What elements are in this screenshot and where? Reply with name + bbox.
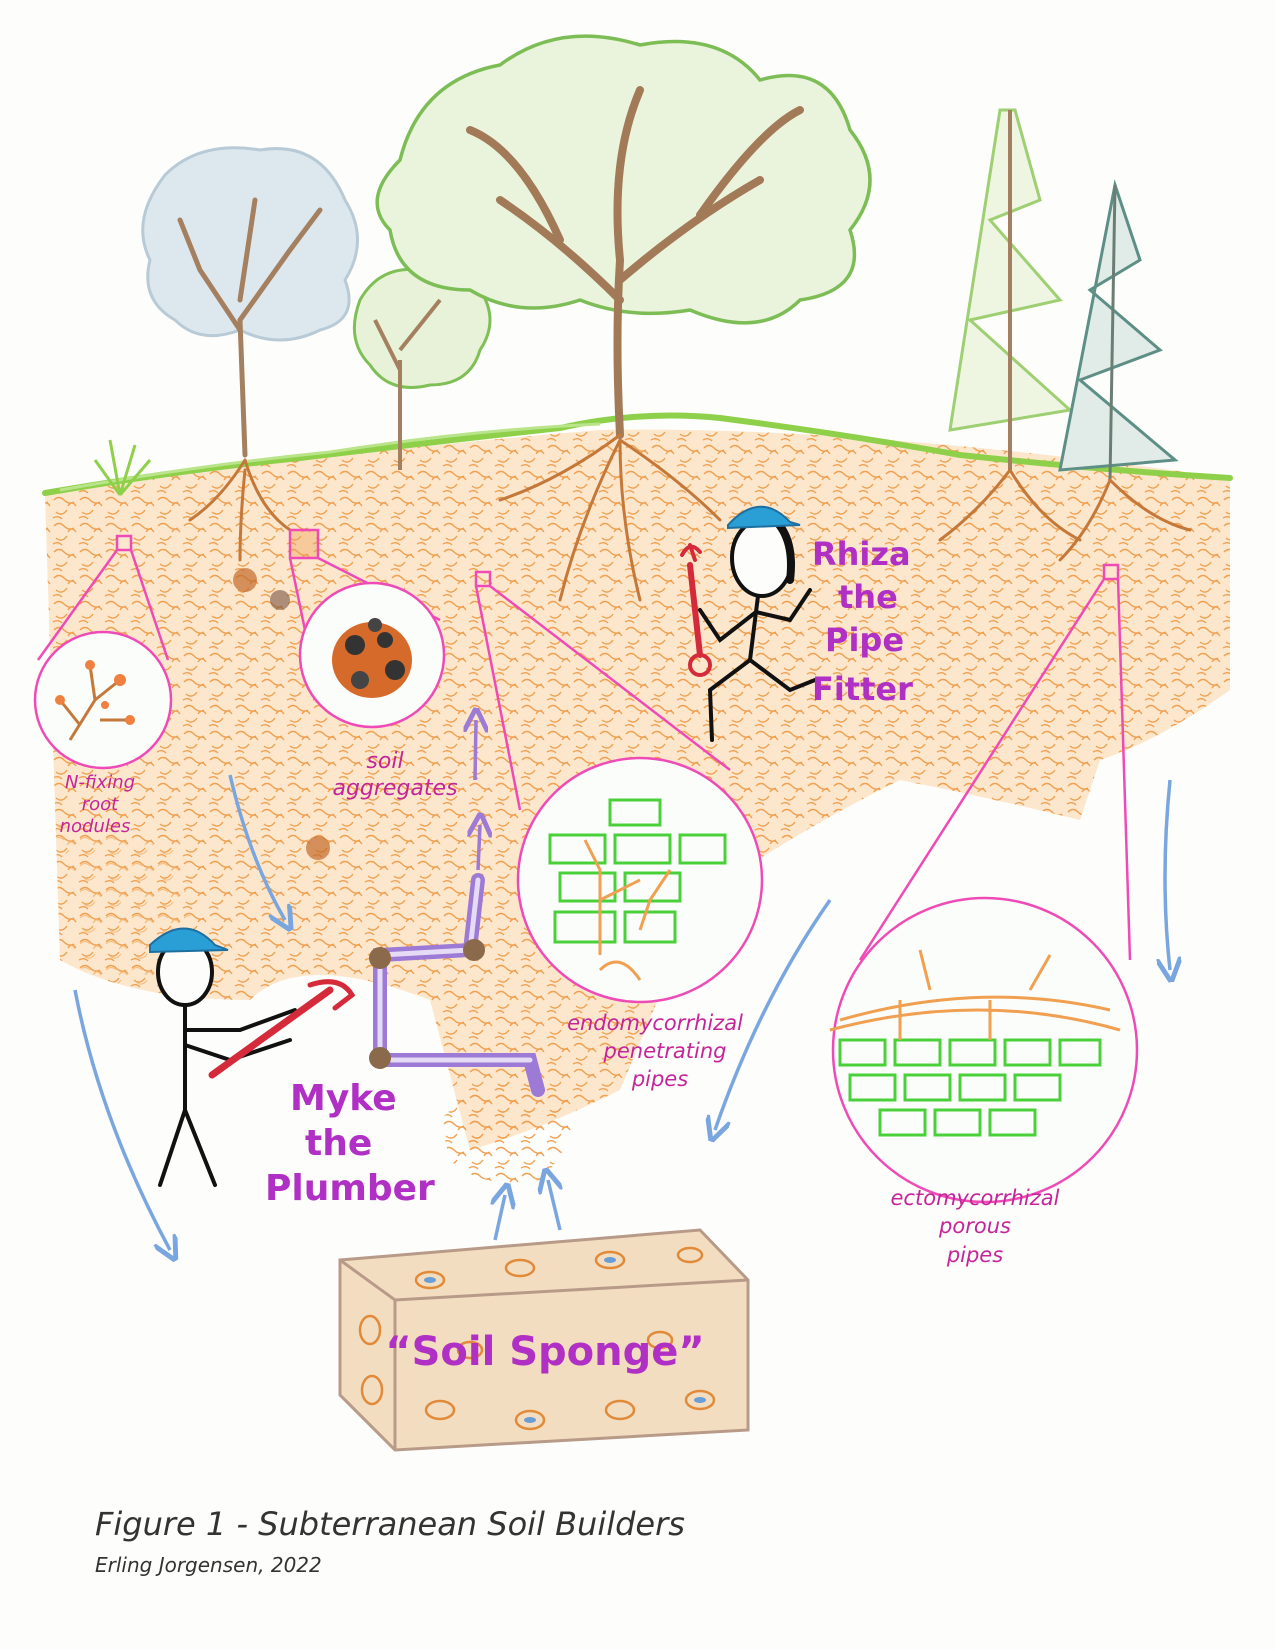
- svg-text:Rhiza: Rhiza: [812, 535, 911, 573]
- soil-sponge: [338, 1228, 750, 1452]
- svg-text:aggregates: aggregates: [332, 776, 457, 801]
- svg-text:Fitter: Fitter: [812, 670, 913, 708]
- label-aggregates: soil aggregates: [332, 749, 457, 801]
- myke-stick-figure: [149, 927, 356, 1187]
- label-myke: Myke the Plumber: [265, 1078, 435, 1209]
- svg-text:pipes: pipes: [631, 1067, 688, 1091]
- svg-text:ectomycorrhizal: ectomycorrhizal: [891, 1186, 1060, 1210]
- label-soil-sponge: “Soil Sponge”: [385, 1329, 704, 1375]
- magnifier-endomycorrhizal: [474, 570, 764, 1004]
- soil-clumps: [233, 568, 330, 860]
- label-rhiza: Rhiza the Pipe Fitter: [812, 535, 913, 708]
- label-nodules: N-fixing root nodules: [60, 772, 135, 837]
- tree-conifer-light: [948, 108, 1074, 470]
- hardhat-icon: [149, 927, 229, 954]
- root-systems: [188, 433, 1192, 602]
- svg-text:penetrating: penetrating: [603, 1039, 727, 1063]
- soil-plume: [440, 1080, 572, 1183]
- wrench-icon: [680, 543, 712, 677]
- svg-text:the: the: [838, 578, 898, 616]
- figure-credit: Erling Jorgensen, 2022: [95, 1553, 322, 1577]
- tree-large: [375, 34, 872, 439]
- svg-text:porous: porous: [938, 1214, 1011, 1238]
- magnifier-ectomycorrhizal: [829, 563, 1139, 1204]
- magnifier-aggregates: [288, 528, 446, 729]
- pipe-wrench-icon: [208, 979, 356, 1079]
- svg-text:the: the: [305, 1123, 372, 1164]
- svg-text:Plumber: Plumber: [265, 1168, 435, 1209]
- svg-text:N-fixing: N-fixing: [65, 772, 135, 793]
- figure-caption: Figure 1 - Subterranean Soil Builders: [95, 1505, 685, 1543]
- svg-text:Pipe: Pipe: [825, 621, 904, 659]
- svg-text:soil: soil: [366, 749, 403, 774]
- pipes: [369, 873, 545, 1097]
- magnifier-nodules: [33, 534, 173, 770]
- rhiza-stick-figure: [680, 505, 817, 742]
- tree-conifer-dark: [1058, 179, 1179, 481]
- svg-text:pipes: pipes: [946, 1243, 1003, 1267]
- svg-text:endomycorrhizal: endomycorrhizal: [567, 1011, 743, 1035]
- label-ecto: ectomycorrhizal porous pipes: [891, 1186, 1060, 1267]
- hardhat-icon: [727, 505, 801, 530]
- svg-text:nodules: nodules: [60, 816, 131, 837]
- water-flow-arrows: [73, 720, 1170, 1250]
- small-plant: [93, 439, 152, 496]
- tree-pale: [141, 146, 359, 458]
- svg-text:root: root: [82, 794, 119, 815]
- svg-text:Myke: Myke: [290, 1078, 397, 1119]
- label-endo: endomycorrhizal penetrating pipes: [567, 1011, 743, 1091]
